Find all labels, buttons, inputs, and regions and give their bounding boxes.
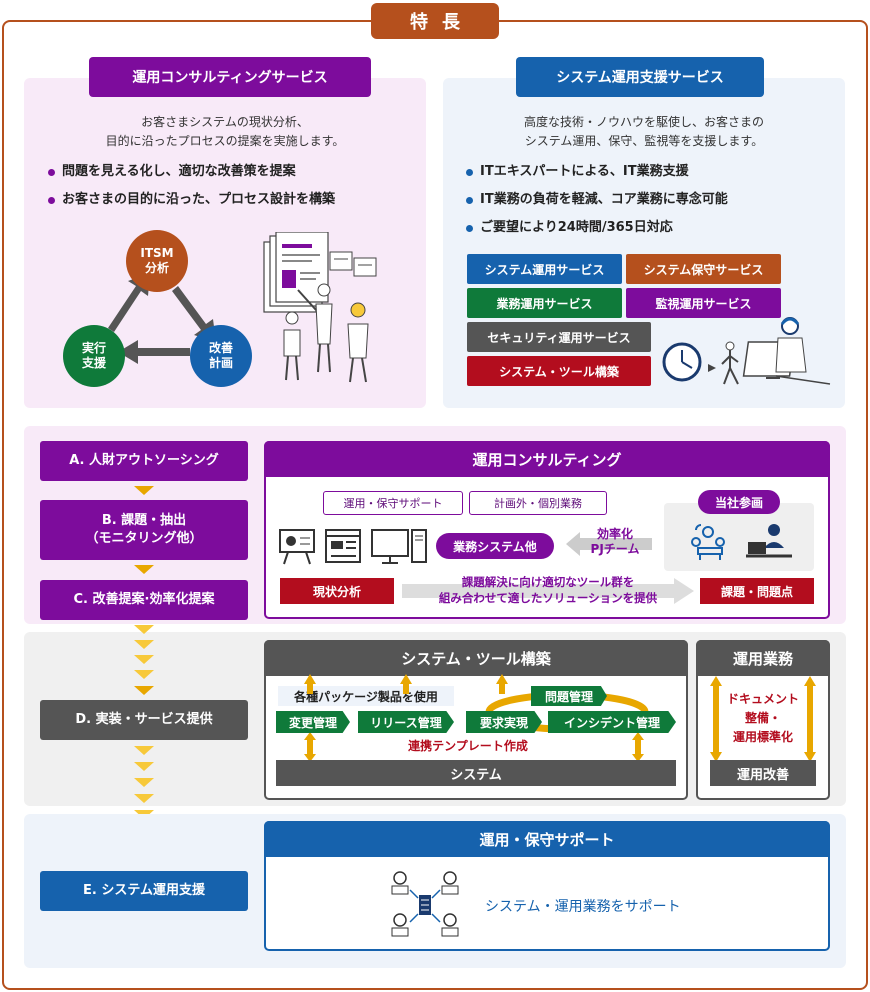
tag-security-operation: セキュリティ運用サービス xyxy=(467,322,651,352)
build-box-header: システム・ツール構築 xyxy=(264,640,688,676)
bullet-item: IT業務の負荷を軽減、コア業務に専念可能 xyxy=(464,186,844,214)
change-management: 変更管理 xyxy=(276,711,350,733)
chevron-icon xyxy=(134,686,154,695)
chevron-icon xyxy=(134,794,154,803)
chevron-icon xyxy=(134,486,154,495)
chevron-icon xyxy=(134,640,154,649)
tag-system-tool-build: システム・ツール構築 xyxy=(467,356,651,386)
operation-support-desc: 高度な技術・ノウハウを駆使し、お客さまの システム運用、保守、監視等を支援します… xyxy=(523,115,764,148)
chevron-icon xyxy=(134,762,154,771)
chevron-icon xyxy=(134,746,154,755)
tag-system-maintenance: システム保守サービス xyxy=(626,254,781,284)
incident-management: インシデント管理 xyxy=(548,711,676,733)
network-users-icon xyxy=(391,871,459,937)
bullet-item: 問題を見える化し、適切な改善策を提案 xyxy=(46,158,426,186)
operator-illustration xyxy=(662,317,831,385)
participation-area xyxy=(664,503,814,571)
device-icons xyxy=(279,529,427,565)
bullet-item: ご要望により24時間/365日対応 xyxy=(464,214,844,242)
chevron-icon xyxy=(134,655,154,664)
issues-label: 課題・問題点 xyxy=(700,578,814,604)
pj-team-label: 効率化 PJチーム xyxy=(590,527,640,556)
cycle-execute: 実行 支援 xyxy=(63,325,125,387)
tag-unplanned: 計画外・個別業務 xyxy=(469,491,607,515)
step-b: B. 課題・抽出 （モニタリング他） xyxy=(40,500,248,560)
left-arrow-icon xyxy=(566,532,652,556)
cycle-improve: 改善 計画 xyxy=(190,325,252,387)
consulting-header: 運用コンサルティングサービス xyxy=(89,57,371,97)
consulting-bullets: 問題を見える化し、適切な改善策を提案 お客さまの目的に沿った、プロセス設計を構築 xyxy=(46,158,426,214)
step-c: C. 改善提案·効率化提案 xyxy=(40,580,248,620)
tag-system-operation: システム運用サービス xyxy=(467,254,622,284)
ops-improve: 運用改善 xyxy=(710,760,816,786)
release-management: リリース管理 xyxy=(358,711,454,733)
consulting-box-header: 運用コンサルティング xyxy=(264,441,830,477)
chevron-icon xyxy=(134,778,154,787)
solution-text: 課題解決に向け適切なツール群を 組み合わせて適したソリューションを提供 xyxy=(438,575,658,605)
step-e: E. システム運用支援 xyxy=(40,871,248,911)
bullet-item: お客さまの目的に沿った、プロセス設計を構築 xyxy=(46,186,426,214)
operation-support-bullets: ITエキスパートによる、IT業務支援 IT業務の負荷を軽減、コア業務に専念可能 … xyxy=(464,158,844,242)
operation-support-header: システム運用支援サービス xyxy=(516,57,764,97)
chevron-icon xyxy=(134,670,154,679)
tag-business-operation: 業務運用サービス xyxy=(467,288,622,318)
support-text: システム・運用業務をサポート xyxy=(485,899,681,915)
support-box-header: 運用・保守サポート xyxy=(264,821,830,857)
ops-text: ドキュメント 整備・ 運用標準化 xyxy=(726,692,799,744)
meeting-icon xyxy=(691,524,792,560)
chevron-icon xyxy=(134,625,154,634)
step-d: D. 実装・サービス提供 xyxy=(40,700,248,740)
system-bar: システム xyxy=(276,760,676,786)
chevron-icon xyxy=(134,565,154,574)
tag-monitoring-operation: 監視運用サービス xyxy=(626,288,781,318)
template-label: 連携テンプレート作成 xyxy=(408,738,528,753)
consulting-desc: お客さまシステムの現状分析、 目的に沿ったプロセスの提案を実施します。 xyxy=(105,115,345,148)
bullet-item: ITエキスパートによる、IT業務支援 xyxy=(464,158,844,186)
right-arrow-icon xyxy=(402,578,694,604)
tag-ops-support: 運用・保守サポート xyxy=(323,491,463,515)
current-analysis: 現状分析 xyxy=(280,578,394,604)
problem-management: 問題管理 xyxy=(531,686,607,706)
request-fulfillment: 要求実現 xyxy=(466,711,542,733)
participation-badge: 当社参画 xyxy=(698,490,780,514)
package-label: 各種パッケージ製品を使用 xyxy=(278,686,454,706)
step-a: A. 人財アウトソーシング xyxy=(40,441,248,481)
cycle-itsm: ITSM 分析 xyxy=(126,230,188,292)
page-title: 特長 xyxy=(371,3,499,39)
business-system-badge: 業務システム他 xyxy=(436,533,554,559)
ops-arrows xyxy=(710,676,816,762)
presentation-illustration xyxy=(263,232,377,383)
ops-box-header: 運用業務 xyxy=(696,640,830,676)
